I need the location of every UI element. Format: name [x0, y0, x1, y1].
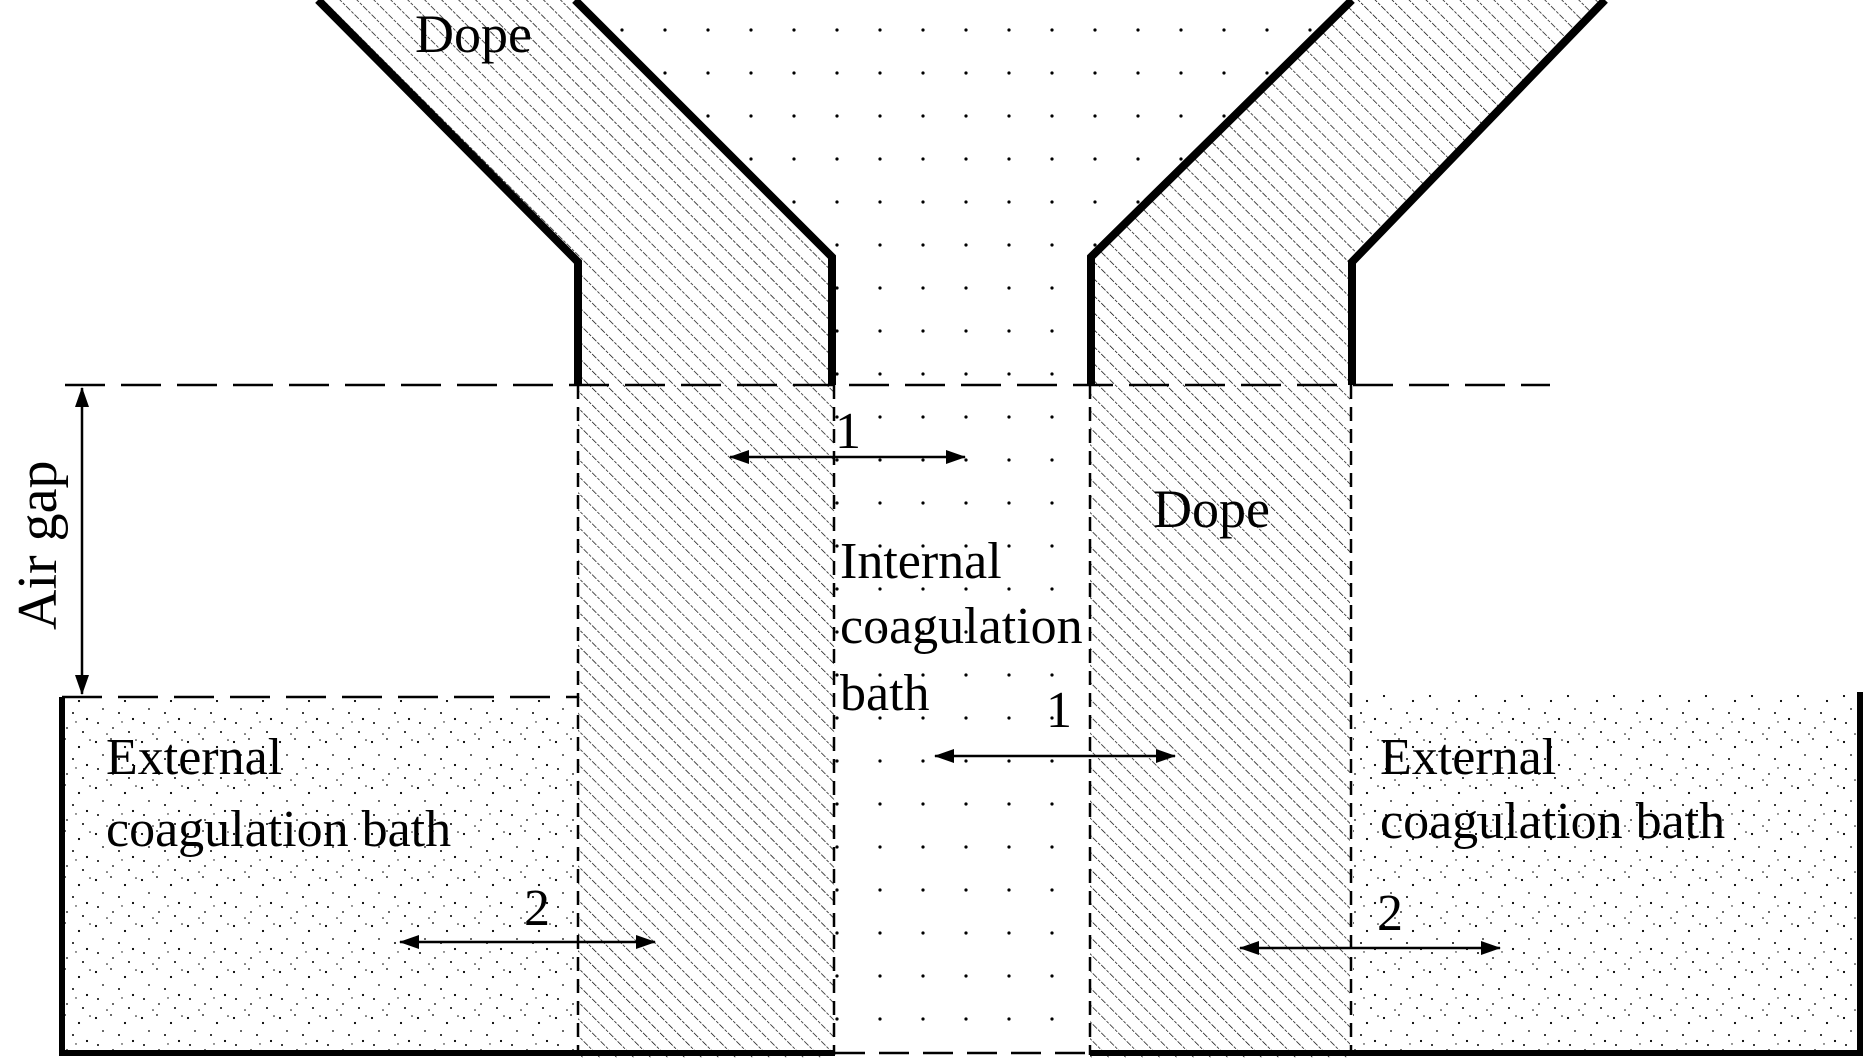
spinneret-outer-left: [315, 0, 582, 385]
label-arrow-1-top: 1: [835, 403, 861, 460]
label-internal-bath-2: coagulation: [840, 598, 1083, 655]
dope-right-wall: [1090, 0, 1605, 1058]
spinneret-inner-right: [1087, 0, 1355, 385]
label-external-right-1: External: [1380, 729, 1556, 786]
label-internal-bath-3: bath: [840, 665, 930, 722]
label-internal-bath-1: Internal: [840, 533, 1002, 590]
label-arrow-2-left: 2: [524, 880, 550, 937]
external-bath-left: [62, 700, 578, 1050]
dope-left-wall: [318, 0, 835, 1058]
spinneret-outer-right: [1348, 0, 1608, 385]
external-bath-right: [1353, 695, 1860, 1050]
label-dope-top: Dope: [415, 4, 532, 64]
label-external-right-2: coagulation bath: [1380, 793, 1725, 850]
internal-bath-dots: [570, 0, 1345, 1058]
label-external-left-1: External: [106, 729, 282, 786]
label-dope-mid: Dope: [1153, 479, 1270, 539]
spinneret-walls: [315, 0, 1608, 385]
label-arrow-1-mid: 1: [1046, 682, 1072, 739]
label-external-left-2: coagulation bath: [106, 801, 451, 858]
bath-container: [59, 692, 1863, 1056]
label-arrow-2-right: 2: [1377, 885, 1403, 942]
spinneret-inner-left: [572, 0, 836, 385]
label-air-gap: Air gap: [7, 460, 69, 630]
